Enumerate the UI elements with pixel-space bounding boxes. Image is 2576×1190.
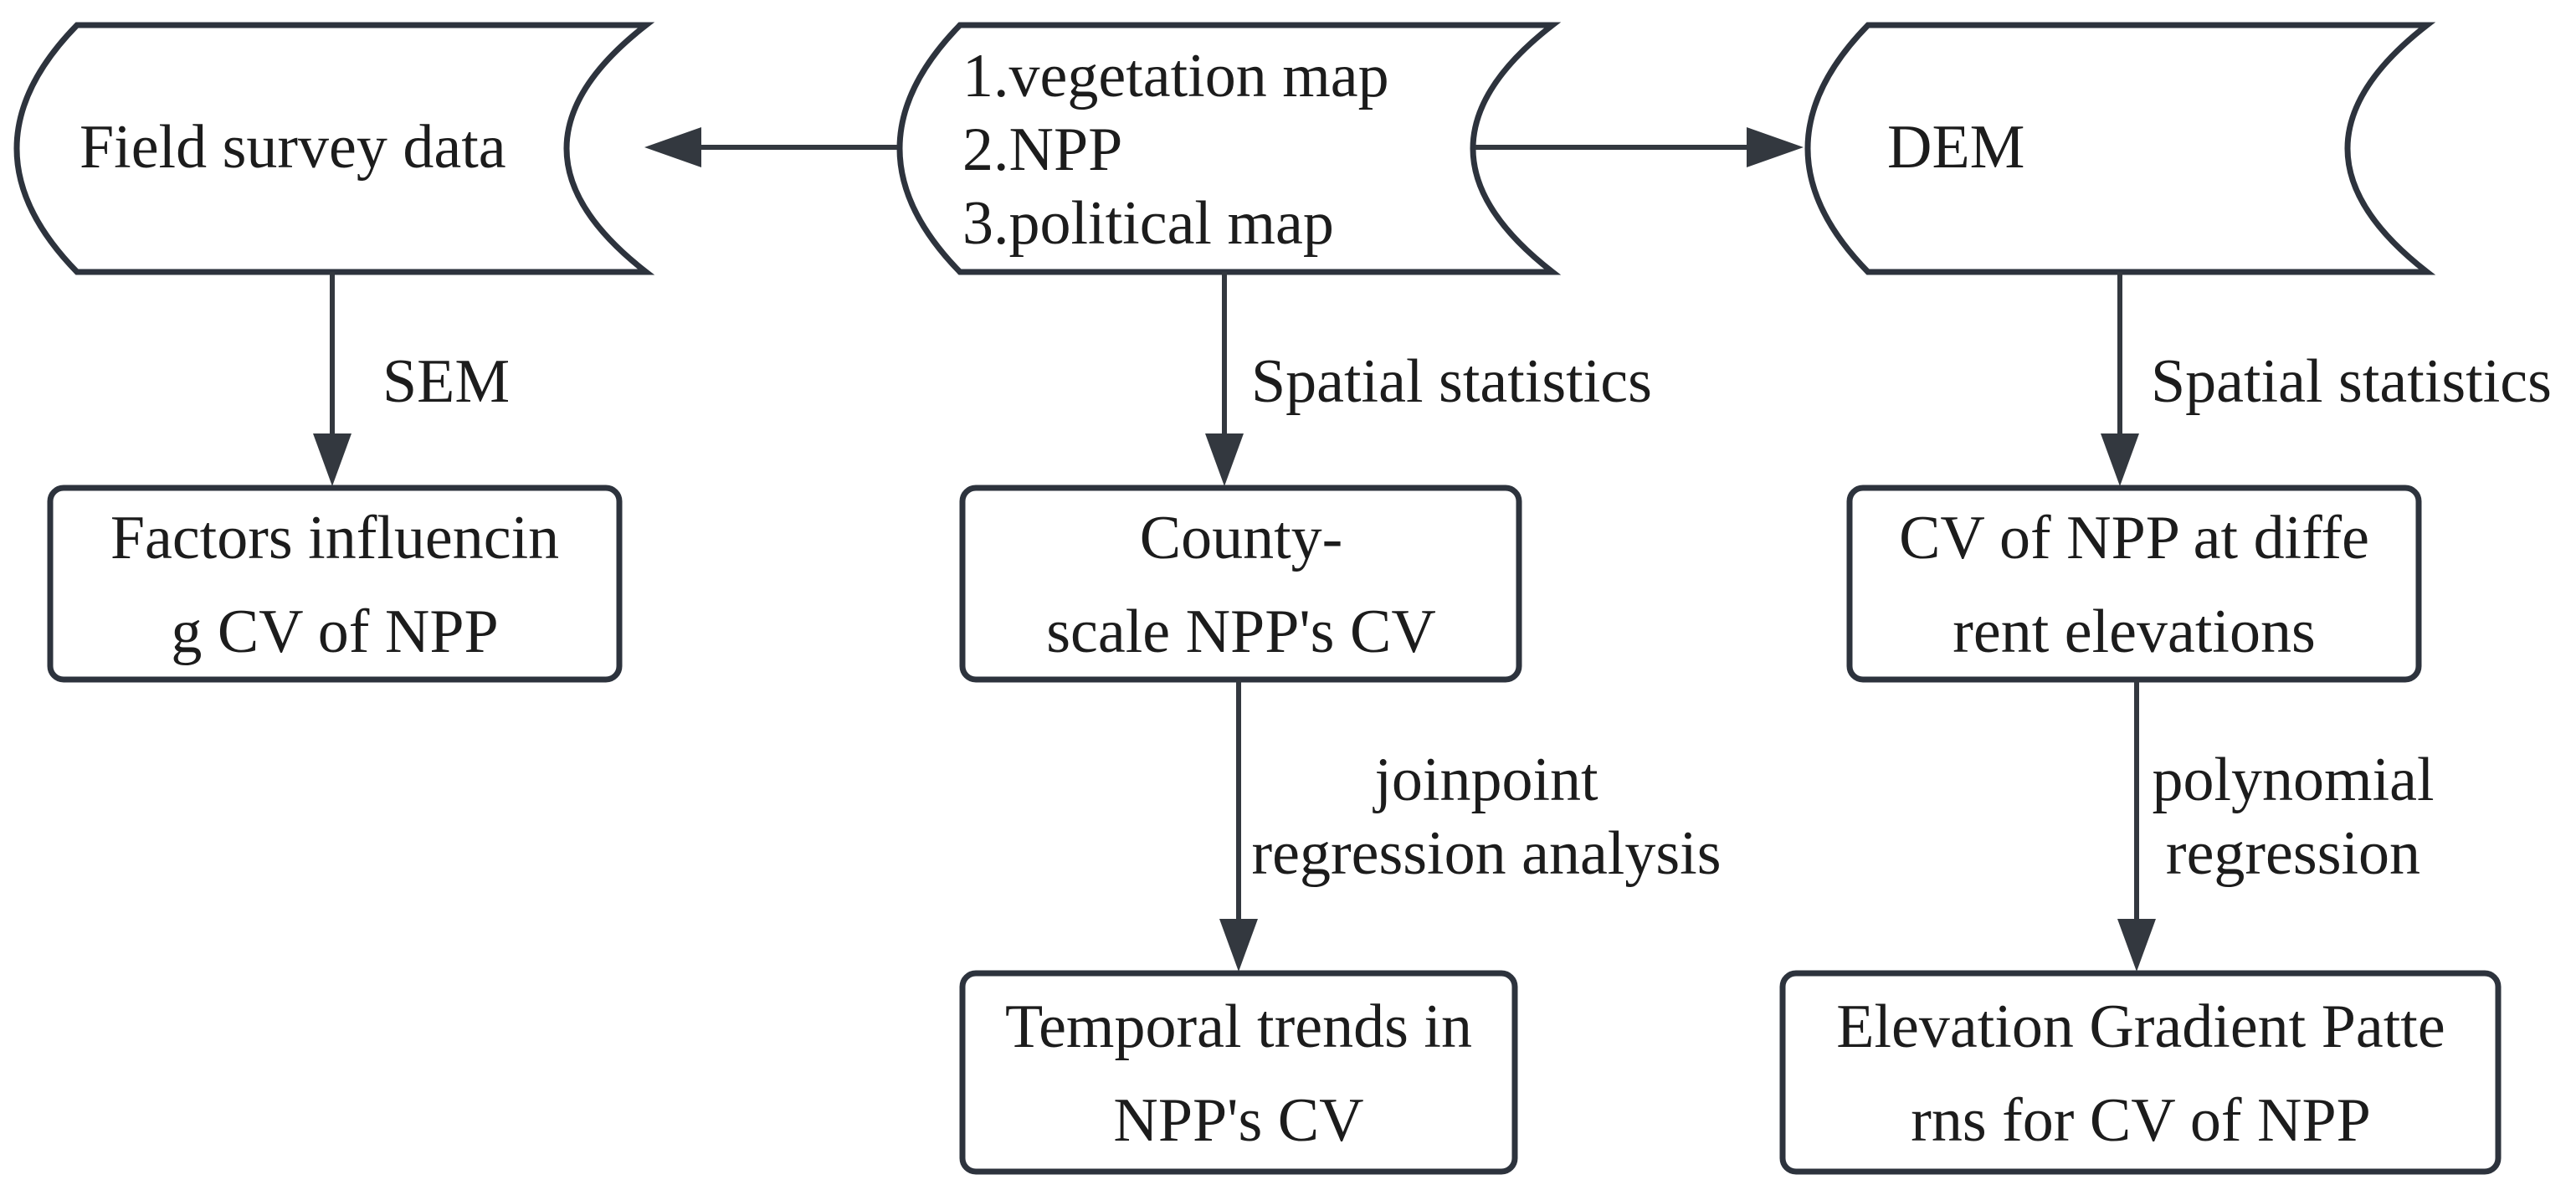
arrow-field-survey-to-factors: SEM [313,272,510,486]
arrow-source-to-dem [1475,127,1804,167]
factors-line-1: Factors influencin [110,504,559,572]
county-cv-line-1: County- [1140,504,1343,572]
temporal-trends-line-2: NPP's CV [1113,1086,1363,1155]
elevation-gradient-box [1779,970,2502,1175]
edge-label-polynomial-line-1: polynomial [2152,746,2434,814]
arrowhead-polynomial-icon [2117,919,2156,972]
arrowhead-right-icon [1747,127,1804,167]
node-field-survey-data: Field survey data [13,22,655,275]
source-data-line-2: 2.NPP [962,115,1122,184]
dem-label: DEM [1887,113,2024,182]
source-data-line-1: 1.vegetation map [962,42,1389,110]
node-cv-elevation: CV of NPP at diffe rent elevations [1846,485,2422,683]
elevation-gradient-line-2: rns for CV of NPP [1911,1086,2371,1155]
edge-label-spatial-statistics-center: Spatial statistics [1251,347,1652,416]
arrowhead-sem-icon [313,433,352,486]
cv-elevation-line-2: rent elevations [1953,598,2316,666]
node-temporal-trends: Temporal trends in NPP's CV [959,970,1518,1175]
arrowhead-spatial-center-icon [1205,433,1244,486]
edge-label-joinpoint-line-1: joinpoint [1372,746,1598,814]
arrow-source-to-field-survey [644,127,897,167]
arrow-dem-to-cv-elevation: Spatial statistics [2101,272,2552,486]
edge-label-joinpoint-line-2: regression analysis [1251,819,1721,888]
node-source-data-list: 1.vegetation map 2.NPP 3.political map [896,22,1562,275]
elevation-gradient-line-1: Elevation Gradient Patte [1836,993,2445,1061]
source-data-line-3: 3.political map [962,189,1334,258]
edge-label-polynomial-line-2: regression [2166,819,2420,888]
arrow-cv-elevation-to-gradient-patterns: polynomial regression [2117,680,2435,972]
arrowhead-spatial-right-icon [2101,433,2139,486]
field-survey-label: Field survey data [80,113,506,182]
arrowhead-joinpoint-icon [1219,919,1258,972]
node-county-scale-cv: County- scale NPP's CV [959,485,1522,683]
factors-line-2: g CV of NPP [171,598,498,666]
temporal-trends-box [959,970,1518,1175]
stored-data-shape-dem [1804,22,2436,275]
edge-label-spatial-statistics-right: Spatial statistics [2151,347,2552,416]
stored-data-shape-field-survey [13,22,655,275]
factors-box [47,485,623,683]
node-dem: DEM [1804,22,2436,275]
edge-label-sem: SEM [382,347,510,416]
node-factors-influencing-cv: Factors influencin g CV of NPP [47,485,623,683]
temporal-trends-line-1: Temporal trends in [1005,993,1472,1061]
stored-data-shape-source-data [896,22,1562,275]
county-cv-line-2: scale NPP's CV [1046,598,1436,666]
arrow-source-to-county-cv: Spatial statistics [1205,272,1652,486]
arrow-county-cv-to-temporal-trends: joinpoint regression analysis [1219,680,1722,972]
node-elevation-gradient-patterns: Elevation Gradient Patte rns for CV of N… [1779,970,2502,1175]
arrowhead-left-icon [644,127,701,167]
cv-elevation-line-1: CV of NPP at diffe [1899,504,2369,572]
